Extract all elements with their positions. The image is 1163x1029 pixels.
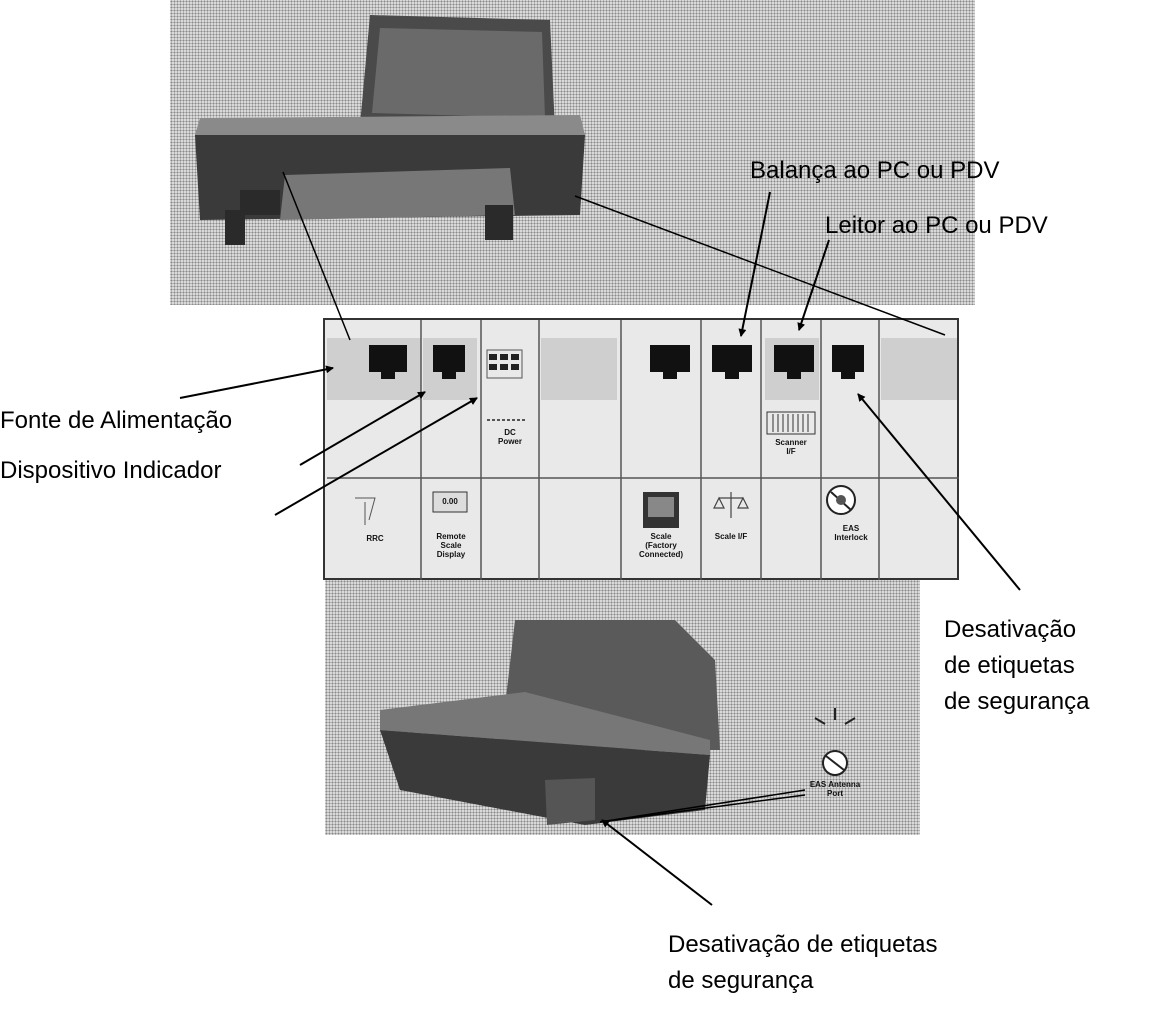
scanner-top-drawing [195, 15, 585, 245]
dispositivo-arrow-1 [299, 391, 426, 466]
scale-icon [643, 492, 679, 528]
rrc-icon [355, 497, 376, 525]
label-desativacao-bottom: Desativação de etiquetas de segurança [668, 931, 938, 994]
desativacao-right-arrow [857, 393, 1021, 591]
scanner-bottom-drawing [380, 620, 856, 825]
label-desativacao-right: Desativação de etiquetas de segurança [944, 616, 1090, 715]
fonte-arrow [179, 365, 334, 399]
desativacao-bottom-arrow [601, 819, 713, 906]
label-balanca: Balança ao PC ou PDV [750, 157, 1000, 184]
power-pins-icon [486, 349, 525, 421]
scanner-top-photo [170, 0, 975, 305]
display-icon [432, 491, 468, 513]
eas-antenna-icon [814, 708, 856, 776]
scanner-icon [766, 411, 816, 435]
label-dispositivo: Dispositivo Indicador [0, 457, 222, 484]
balanca-arrow [738, 191, 771, 337]
eas-icon [826, 485, 856, 515]
scale-balance-icon [713, 492, 749, 518]
label-fonte: Fonte de Alimentação [0, 407, 233, 434]
panel-grid [327, 320, 959, 582]
label-leitor: Leitor ao PC ou PDV [825, 212, 1048, 239]
scale-if-label: Scale I/F [714, 532, 748, 541]
rrc-label: RRC [366, 534, 384, 543]
leitor-arrow [797, 239, 830, 331]
dispositivo-arrow-2 [274, 397, 478, 516]
rj-port-icon [369, 345, 864, 379]
remote-display-value: 0.00 [442, 497, 458, 506]
